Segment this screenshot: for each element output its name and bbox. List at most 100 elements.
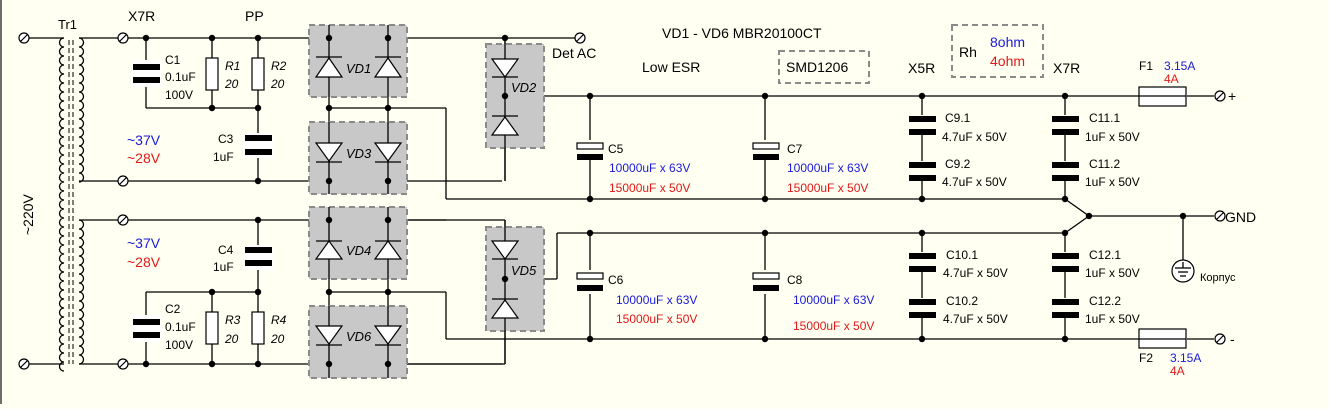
- junction-dot: [325, 177, 333, 185]
- sec1-voltage-blue: ~37V: [127, 132, 161, 148]
- junction-dot: [254, 360, 262, 368]
- label-x7r-left: X7R: [128, 8, 155, 24]
- resistor-r2: R2 20: [251, 57, 287, 91]
- svg-text:20: 20: [270, 77, 285, 91]
- junction-dot: [501, 34, 509, 42]
- svg-text:1uF x 50V: 1uF x 50V: [1085, 175, 1140, 189]
- junction-dot: [325, 360, 333, 368]
- capacitor-c6: C6 10000uF x 63V 15000uF x 50V: [576, 233, 697, 339]
- junction-dot: [325, 104, 333, 112]
- resistor-r4: R4 20: [251, 311, 287, 346]
- svg-text:C10.2: C10.2: [946, 294, 978, 308]
- output-plus-label: +: [1228, 88, 1236, 104]
- terminal-icon: [117, 175, 129, 187]
- junction-dot: [1179, 212, 1187, 220]
- svg-text:Rh: Rh: [959, 44, 977, 60]
- junction-dot: [142, 360, 150, 368]
- capacitor-c3: C3 1uF: [213, 132, 274, 164]
- junction-dot: [1061, 92, 1069, 100]
- svg-text:C11.2: C11.2: [1089, 157, 1120, 171]
- output-minus-label: -: [1230, 331, 1235, 347]
- svg-text:C9.1: C9.1: [945, 111, 971, 125]
- junction-dot: [918, 92, 926, 100]
- junction-dot: [1061, 335, 1069, 343]
- junction-dot: [384, 288, 392, 296]
- capacitor-c11: C11.1 1uF x 50V C11.2 1uF x 50V: [1050, 96, 1140, 199]
- terminal-icon: [117, 32, 129, 44]
- diode-package-vd3: VD3: [308, 121, 408, 195]
- wires-lower: [79, 198, 1214, 365]
- label-x5r: X5R: [908, 60, 935, 76]
- svg-text:C11.1: C11.1: [1089, 111, 1120, 125]
- junction-dot: [208, 360, 216, 368]
- svg-text:4.7uF x 50V: 4.7uF x 50V: [943, 266, 1008, 280]
- svg-text:4.7uF x 50V: 4.7uF x 50V: [942, 130, 1007, 144]
- diode-package-vd6: VD6: [308, 305, 408, 379]
- label-x7r-right: X7R: [1053, 60, 1080, 76]
- primary-voltage: ~220V: [20, 193, 36, 235]
- input-terminal-icon: [18, 358, 30, 370]
- junction-dot: [761, 335, 769, 343]
- vd3-label: VD3: [346, 146, 372, 161]
- junction-dot: [254, 288, 262, 296]
- junction-dot: [325, 216, 333, 224]
- diode-package-vd4: VD4: [308, 206, 408, 280]
- junction-dot: [254, 177, 262, 185]
- c1-voltage: 100V: [165, 88, 193, 102]
- smd-package-note: SMD1206: [778, 50, 870, 84]
- junction-dot: [254, 216, 262, 224]
- capacitor-c8: C8 10000uF x 63V 15000uF x 50V: [751, 233, 874, 339]
- svg-text:F1: F1: [1139, 59, 1153, 73]
- rh-load-note: Rh 8ohm 4ohm: [951, 24, 1044, 78]
- svg-text:20: 20: [270, 332, 285, 346]
- junction-dot: [325, 288, 333, 296]
- junction-dot: [918, 229, 926, 237]
- junction-dot: [384, 34, 392, 42]
- svg-text:R4: R4: [271, 313, 287, 327]
- svg-text:15000uF x 50V: 15000uF x 50V: [787, 181, 868, 195]
- svg-text:10000uF x 63V: 10000uF x 63V: [793, 293, 874, 307]
- resistor-r3: R3 20: [205, 311, 241, 346]
- chassis-label: Корпус: [1200, 272, 1236, 284]
- svg-text:15000uF x 50V: 15000uF x 50V: [616, 312, 697, 326]
- junction-dot: [254, 34, 262, 42]
- svg-text:1uF x 50V: 1uF x 50V: [1085, 130, 1140, 144]
- svg-text:20: 20: [224, 77, 239, 91]
- svg-text:10000uF x 63V: 10000uF x 63V: [787, 161, 868, 175]
- svg-text:4A: 4A: [1170, 364, 1185, 378]
- diode-type-title: VD1 - VD6 MBR20100CT: [662, 25, 822, 41]
- junction-dot: [918, 195, 926, 203]
- c3-value: 1uF: [213, 150, 234, 164]
- c4-value: 1uF: [213, 260, 234, 274]
- c3-ref: C3: [218, 132, 234, 146]
- junction-dot: [586, 229, 594, 237]
- svg-text:1uF x 50V: 1uF x 50V: [1085, 266, 1140, 280]
- svg-text:4ohm: 4ohm: [990, 53, 1025, 69]
- svg-text:8ohm: 8ohm: [990, 34, 1025, 50]
- svg-text:F2: F2: [1139, 351, 1153, 365]
- junction-dot: [1085, 212, 1093, 220]
- primary-winding-icon: [58, 37, 65, 372]
- vd4-label: VD4: [346, 243, 371, 258]
- capacitor-c2: C2 0.1uF 100V: [132, 302, 196, 352]
- c1-ref: C1: [165, 53, 181, 67]
- cap-plate-icon: [133, 64, 160, 70]
- vd6-label: VD6: [346, 329, 372, 344]
- junction-dot: [208, 34, 216, 42]
- capacitor-c4: C4 1uF: [213, 243, 274, 274]
- sec1-voltage-red: ~28V: [127, 150, 161, 166]
- sec2-voltage-red: ~28V: [127, 254, 161, 270]
- svg-text:10000uF x 63V: 10000uF x 63V: [609, 161, 690, 175]
- svg-text:3.15A: 3.15A: [1170, 351, 1201, 365]
- svg-text:SMD1206: SMD1206: [786, 59, 848, 75]
- label-pp: PP: [245, 8, 264, 24]
- sec2-voltage-blue: ~37V: [127, 235, 161, 251]
- capacitor-c10: C10.1 4.7uF x 50V C10.2 4.7uF x 50V: [907, 233, 1008, 339]
- junction-dot: [761, 195, 769, 203]
- svg-text:15000uF x 50V: 15000uF x 50V: [793, 319, 874, 333]
- secondary-winding-1-icon: [78, 37, 85, 183]
- fuse-f1: F1 3.15A 4A: [1138, 59, 1195, 107]
- output-plus-terminal-icon: [1214, 90, 1226, 102]
- svg-text:4.7uF x 50V: 4.7uF x 50V: [943, 312, 1008, 326]
- junction-dot: [586, 195, 594, 203]
